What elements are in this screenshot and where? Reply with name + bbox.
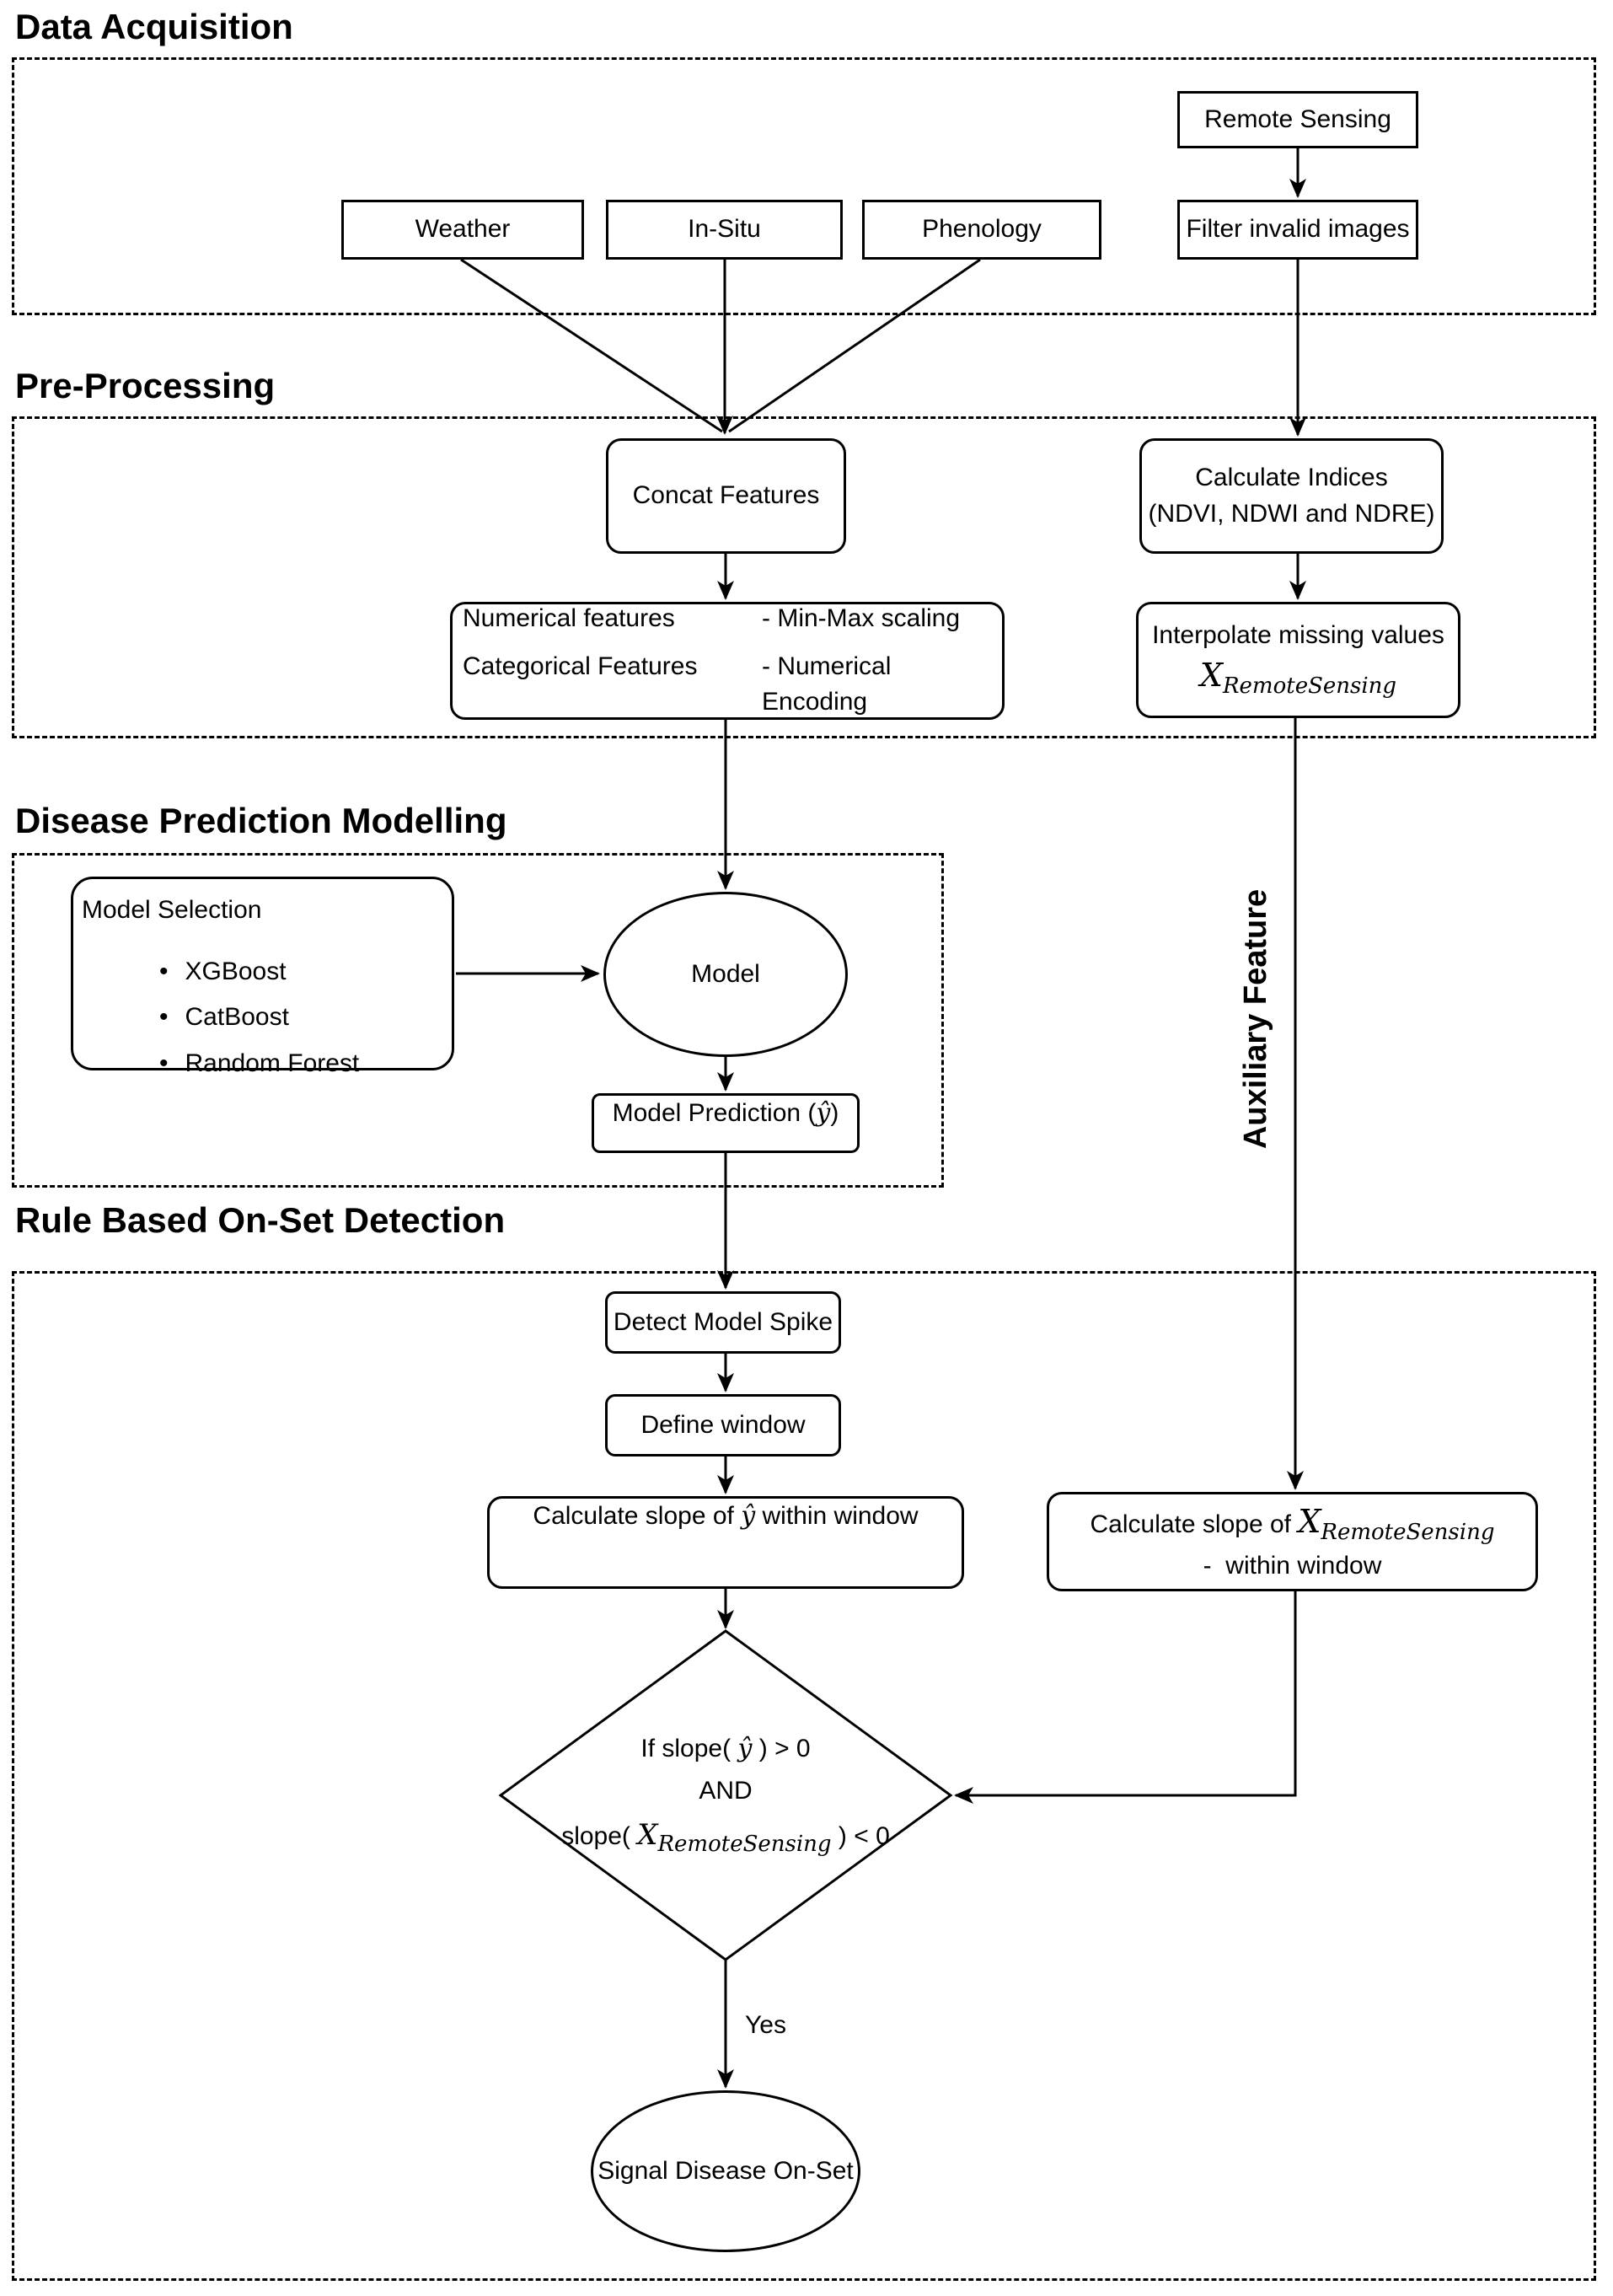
edge-slope-remote-sensing-to-decision: [954, 1591, 1297, 1804]
node-in-situ: In-Situ: [606, 200, 843, 260]
interpolate-math: XRemoteSensing: [1200, 653, 1396, 702]
math-x-remote-sensing-sub: RemoteSensing: [657, 1831, 832, 1857]
decision-line3-suffix: ) < 0: [831, 1821, 890, 1850]
math-x-remote-sensing-sub: RemoteSensing: [1222, 673, 1397, 700]
node-signal-disease-onset: Signal Disease On-Set: [591, 2090, 860, 2252]
node-define-window: Define window: [605, 1394, 841, 1456]
decision-diamond-shape: [498, 1629, 953, 1961]
node-model: Model: [603, 892, 848, 1057]
node-slope-yhat: Calculate slope of ŷ within window: [487, 1496, 964, 1589]
math-yhat: ŷ: [741, 1501, 756, 1531]
section-box-data-acquisition: [12, 57, 1596, 315]
math-yhat: ŷ: [816, 1098, 831, 1128]
edge-weather-to-concat: [460, 258, 723, 433]
bullet-icon: •: [159, 1049, 169, 1078]
calculate-indices-line1: Calculate Indices: [1195, 463, 1388, 491]
section-title-data-acquisition: Data Acquisition: [15, 7, 293, 46]
section-box-pre-processing: [12, 416, 1596, 738]
slope-remote-sensing-line2: - within window: [1203, 1551, 1382, 1580]
auxiliary-feature-label: Auxiliary Feature: [1237, 888, 1273, 1150]
decision-line1-suffix: ) > 0: [752, 1734, 811, 1762]
node-calculate-indices: Calculate Indices (NDVI, NDWI and NDRE): [1139, 438, 1444, 554]
section-title-rule-based-onset-detection: Rule Based On-Set Detection: [15, 1200, 506, 1240]
node-concat-features: Concat Features: [606, 438, 846, 554]
model-selection-options: • XGBoost • CatBoost • Random Forest: [159, 954, 359, 1082]
node-weather: Weather: [341, 200, 584, 260]
feature-row-categorical-method: - Numerical Encoding: [762, 652, 892, 716]
node-remote-sensing: Remote Sensing: [1177, 91, 1418, 148]
node-feature-encoding: Numerical features - Min-Max scaling Cat…: [450, 602, 1005, 720]
model-prediction-suffix: ): [830, 1099, 839, 1127]
section-box-disease-prediction-modelling: [12, 853, 944, 1188]
list-item: • Random Forest: [159, 1046, 359, 1082]
math-x-remote-sensing-base: X: [1199, 657, 1223, 695]
model-selection-title: Model Selection: [82, 896, 262, 924]
list-item: • CatBoost: [159, 1000, 359, 1036]
slope-remote-sensing-line1: Calculate slope of XRemoteSensing: [1091, 1499, 1495, 1548]
list-item: • XGBoost: [159, 954, 359, 990]
decision-line1: If slope( ŷ ) > 0: [640, 1731, 810, 1767]
math-x-remote-sensing-base: X: [1298, 1502, 1321, 1540]
model-option-xgboost: XGBoost: [185, 957, 287, 985]
math-x-remote-sensing-sub: RemoteSensing: [1321, 1519, 1495, 1545]
decision-diamond-label: If slope( ŷ ) > 0 AND slope( XRemoteSens…: [490, 1719, 962, 1871]
model-option-random-forest: Random Forest: [185, 1049, 360, 1077]
node-model-selection: Model Selection • XGBoost • CatBoost • Rand…: [71, 877, 454, 1077]
decision-line3-prefix: slope(: [561, 1821, 638, 1850]
edge-phenology-to-concat: [728, 258, 981, 433]
node-slope-remote-sensing: Calculate slope of XRemoteSensing - with…: [1047, 1492, 1538, 1591]
node-interpolate-missing-values: Interpolate missing values XRemoteSensin…: [1136, 602, 1460, 718]
decision-line2: AND: [699, 1776, 753, 1805]
feature-row-numerical-label: Numerical features: [463, 604, 675, 633]
feature-row-numerical-method: - Min-Max scaling: [762, 604, 961, 633]
model-option-catboost: CatBoost: [185, 1003, 289, 1032]
decision-line1-prefix: If slope(: [640, 1734, 738, 1762]
section-title-disease-prediction-modelling: Disease Prediction Modelling: [15, 801, 507, 840]
model-prediction-prefix: Model Prediction (: [612, 1099, 817, 1127]
slope-yhat-prefix: Calculate slope of: [533, 1502, 742, 1530]
node-detect-model-spike: Detect Model Spike: [605, 1291, 841, 1354]
slope-yhat-suffix: within window: [755, 1502, 919, 1530]
node-phenology: Phenology: [862, 200, 1101, 260]
section-box-rule-based-onset-detection: [12, 1271, 1596, 2281]
decision-line3: slope( XRemoteSensing ) < 0: [561, 1816, 890, 1859]
feature-row-categorical-label: Categorical Features: [463, 652, 698, 680]
node-filter-invalid-images: Filter invalid images: [1177, 200, 1418, 260]
section-title-pre-processing: Pre-Processing: [15, 366, 276, 405]
math-x-remote-sensing-base: X: [637, 1817, 658, 1852]
interpolate-label: Interpolate missing values: [1152, 620, 1444, 649]
edge-label-yes: Yes: [745, 2011, 786, 2039]
math-yhat: ŷ: [737, 1733, 753, 1763]
bullet-icon: •: [159, 957, 169, 985]
calculate-indices-line2: (NDVI, NDWI and NDRE): [1148, 499, 1435, 528]
bullet-icon: •: [159, 1003, 169, 1032]
slope-remote-sensing-prefix: Calculate slope of: [1090, 1510, 1299, 1538]
node-model-prediction: Model Prediction (ŷ): [592, 1093, 860, 1153]
